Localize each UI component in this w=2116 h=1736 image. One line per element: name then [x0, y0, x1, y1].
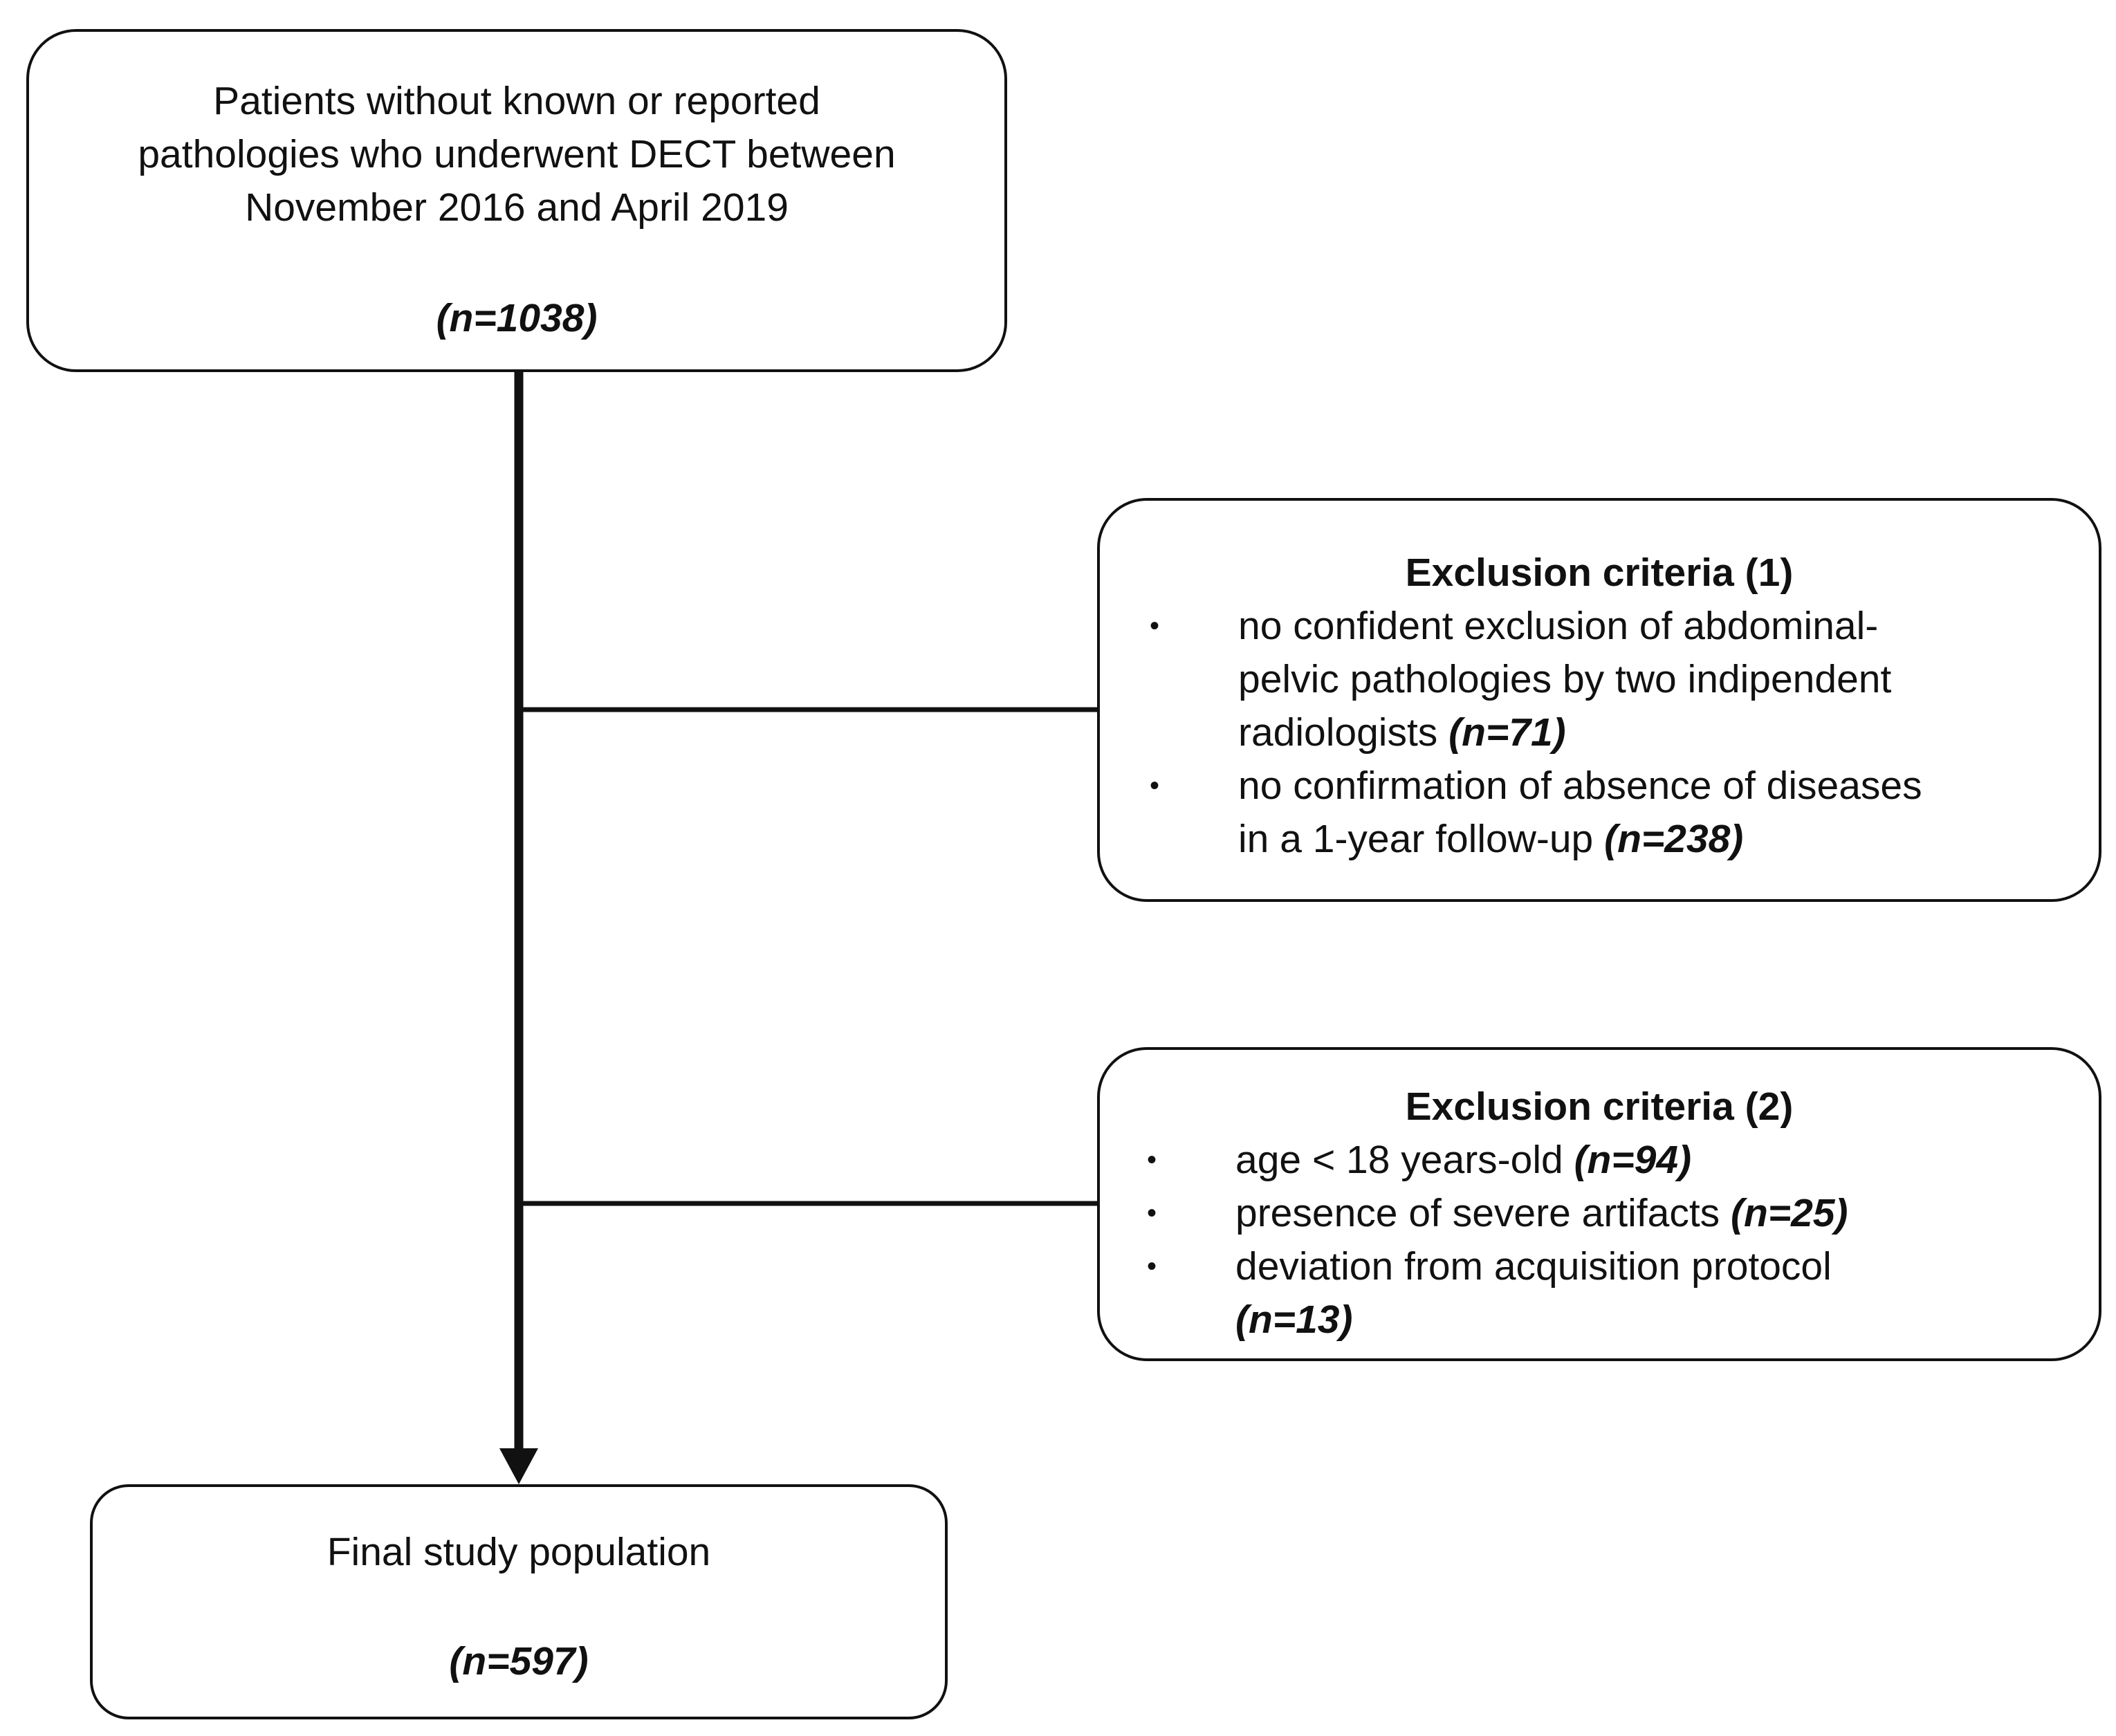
- exclusion-item-line: age < 18 years-old (n=94): [1235, 1134, 2071, 1187]
- exclusion-item-line: deviation from acquisition protocol: [1235, 1244, 1832, 1289]
- initial-population-description: Patients without known or reported patho…: [29, 75, 1004, 234]
- main-flow-arrowhead: [499, 1448, 538, 1484]
- exclusion-criteria-1-box: Exclusion criteria (1) • no confident ex…: [1097, 498, 2101, 902]
- exclusion-item-count: (n=71): [1448, 710, 1566, 755]
- exclusion-item-count: (n=94): [1574, 1138, 1692, 1182]
- exclusion-item-count: (n=13): [1235, 1298, 1353, 1342]
- exclusion-item-count: (n=25): [1731, 1191, 1848, 1235]
- exclusion-item-text: in a 1-year follow-up: [1238, 817, 1605, 861]
- final-population-box: Final study population (n=597): [90, 1484, 948, 1719]
- bullet-icon: •: [1147, 1198, 1157, 1228]
- exclusion-item-line: in a 1-year follow-up (n=238): [1238, 813, 2071, 866]
- exclusion-item-line: no confirmation of absence of diseases: [1238, 764, 1922, 808]
- exclusion-item-count: (n=238): [1604, 817, 1744, 861]
- exclusion-item: • deviation from acquisition protocol (n…: [1147, 1240, 2071, 1347]
- initial-population-line: November 2016 and April 2019: [245, 185, 789, 230]
- exclusion-item-text: age < 18 years-old: [1235, 1138, 1574, 1182]
- exclusion-item-line: pelvic pathologies by two indipendent: [1238, 657, 1892, 701]
- bullet-icon: •: [1150, 611, 1160, 641]
- exclusion-item-line: presence of severe artifacts (n=25): [1235, 1187, 2071, 1240]
- exclusion-item: • no confident exclusion of abdominal- p…: [1150, 600, 2071, 759]
- exclusion-item-text: presence of severe artifacts: [1235, 1191, 1731, 1235]
- initial-population-box: Patients without known or reported patho…: [26, 29, 1007, 372]
- exclusion-item: • age < 18 years-old (n=94): [1147, 1134, 2071, 1187]
- exclusion-criteria-2-box: Exclusion criteria (2) • age < 18 years-…: [1097, 1047, 2101, 1361]
- exclusion-item-line: no confident exclusion of abdominal-: [1238, 604, 1879, 648]
- exclusion-item-text: radiologists: [1238, 710, 1449, 755]
- exclusion-criteria-2-title: Exclusion criteria (2): [1405, 1084, 1794, 1129]
- exclusion-item: • no confirmation of absence of diseases…: [1150, 759, 2071, 866]
- exclusion-criteria-2-list: • age < 18 years-old (n=94) • presence o…: [1147, 1134, 2071, 1347]
- initial-population-line: pathologies who underwent DECT between: [138, 132, 896, 176]
- exclusion-criteria-1-title: Exclusion criteria (1): [1405, 551, 1794, 595]
- exclusion-item-line: (n=13): [1235, 1293, 2071, 1347]
- initial-population-count: (n=1038): [436, 296, 598, 340]
- initial-population-line: Patients without known or reported: [213, 79, 820, 123]
- final-population-label: Final study population: [326, 1530, 711, 1574]
- bullet-icon: •: [1147, 1145, 1157, 1175]
- bullet-icon: •: [1147, 1251, 1157, 1282]
- bullet-icon: •: [1150, 770, 1160, 801]
- exclusion-item-line: radiologists (n=71): [1238, 706, 2071, 759]
- exclusion-item: • presence of severe artifacts (n=25): [1147, 1187, 2071, 1240]
- final-population-count: (n=597): [449, 1639, 589, 1683]
- exclusion-criteria-1-list: • no confident exclusion of abdominal- p…: [1150, 600, 2071, 866]
